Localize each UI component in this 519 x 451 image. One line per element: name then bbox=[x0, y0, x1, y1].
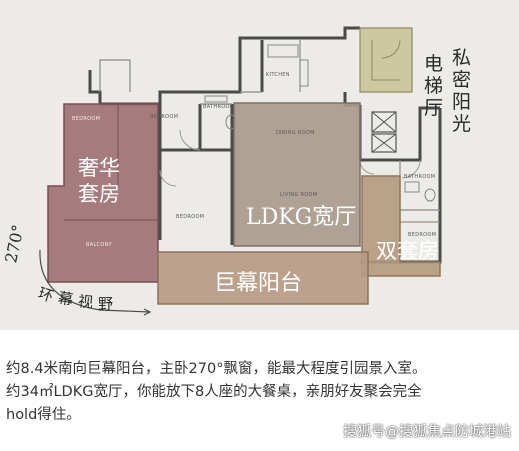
panorama-char-4: 野 bbox=[98, 295, 113, 313]
luxury-suite-label-line1: 奢华 bbox=[78, 156, 120, 180]
ldkg-hall-label: LDKG宽厅 bbox=[246, 205, 356, 230]
ldkg-hall-zone bbox=[233, 102, 361, 247]
room-tag-bedroom-master: BEDROOM bbox=[72, 116, 100, 122]
panorama-arc bbox=[39, 249, 151, 313]
elevator-shafts bbox=[371, 111, 397, 153]
zone-inner-lines bbox=[64, 39, 440, 223]
floor-plan-diagram: BEDROOM BALCONY BEDROOM BATHROOM KITCHEN… bbox=[0, 0, 519, 330]
giant-balcony-label: 巨幕阳台 bbox=[214, 271, 302, 296]
private-lobby-char-4: 光 bbox=[452, 113, 471, 135]
room-tag-dining: DINING ROOM bbox=[276, 130, 315, 136]
elevator-hall-char-1: 电 bbox=[424, 53, 443, 75]
room-tag-bedroom-mid: BEDROOM bbox=[176, 214, 204, 220]
panorama-char-2: 幕 bbox=[57, 289, 75, 309]
panorama-char-3: 视 bbox=[77, 292, 94, 311]
giant-balcony-zone bbox=[157, 251, 369, 305]
fixtures bbox=[159, 44, 436, 202]
panorama-arrow-icon bbox=[143, 308, 152, 316]
private-lobby-char-1: 私 bbox=[452, 47, 471, 69]
private-lobby-char-2: 密 bbox=[452, 69, 471, 91]
private-lobby-zone bbox=[359, 27, 413, 93]
caption-text: 约8.4米南向巨幕阳台，主卧270°飘窗，能最大程度引园景入室。 约34㎡LDK… bbox=[6, 358, 516, 427]
room-tag-bathroom-top: BATHROOM bbox=[203, 104, 234, 110]
room-tag-bedroom-right: BEDROOM bbox=[408, 232, 436, 238]
caption-line-1: 约8.4米南向巨幕阳台，主卧270°飘窗，能最大程度引园景入室。 bbox=[6, 361, 427, 377]
room-tag-living: LIVING ROOM bbox=[280, 192, 317, 198]
caption-line-3: hold得住。 bbox=[6, 407, 81, 423]
private-lobby-char-3: 阳 bbox=[452, 91, 471, 113]
room-tag-bathroom-right: BATHROOM bbox=[404, 174, 435, 180]
watermark: 搜狐号@搜狐焦点防城港站 bbox=[343, 424, 511, 440]
elevator-hall-char-3: 厅 bbox=[424, 97, 443, 119]
luxury-suite-label-line2: 套房 bbox=[78, 182, 120, 206]
double-suite-label: 双套房 bbox=[376, 239, 439, 263]
room-tag-balcony-master: BALCONY bbox=[86, 242, 113, 248]
elevator-hall-char-2: 梯 bbox=[424, 75, 443, 97]
room-tag-bedroom-top: BEDROOM bbox=[150, 114, 178, 120]
room-tag-kitchen: KITCHEN bbox=[266, 72, 290, 78]
caption-line-2: 约34㎡LDKG宽厅，你能放下8人座的大餐桌，亲朋好友聚会完全 bbox=[6, 384, 422, 400]
panorama-char-1: 环 bbox=[36, 284, 56, 306]
